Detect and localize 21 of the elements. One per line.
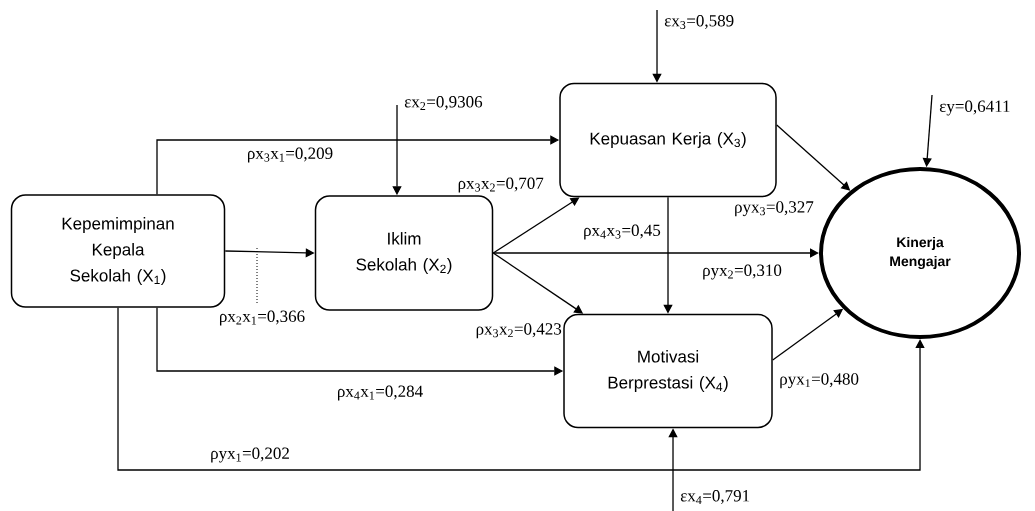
edge-label: ρx$_{3}$x$_{2}$=0,707 [456, 176, 545, 194]
edge-label: ρyx$_{1}$=0,202 [209, 446, 291, 464]
edge-label: ρx$_{4}$x$_{3}$=0,45 [582, 223, 662, 241]
arrow [117, 307, 925, 471]
edge-label: ρyx$_{1}$=0,480 [778, 372, 860, 390]
edge-label: εx$_{3}$=0,589 [663, 14, 736, 30]
variable-box: Motivasi Berprestasi (X$_{4}$) [563, 313, 773, 429]
edge-label: εx$_{2}$=0,9306 [403, 95, 484, 111]
edge-label: ρyx$_{3}$=0,327 [733, 200, 815, 218]
edge-label: ρx$_{4}$x$_{1}$=0,284 [335, 384, 425, 402]
edge-label: ρyx$_{2}$=0,310 [701, 263, 783, 281]
edge-label: εy=0,6411 [938, 99, 1012, 117]
arrow [492, 197, 580, 254]
edge-label: ρx$_{3}$x$_{1}$=0,209 [245, 146, 335, 164]
variable-box: Iklim Sekolah (X$_{2}$) [314, 195, 494, 311]
variable-box: Kepuasan Kerja (X$_{3}$) [559, 82, 777, 198]
edge-label: ρx$_{2}$x$_{1}$=0,366 [217, 309, 307, 327]
edge-label: εx$_{4}$=0,791 [679, 489, 752, 505]
edge-label: ρx$_{3}$x$_{2}$=0,423 [474, 322, 563, 340]
variable-box: Kepemimpinan Kepala Sekolah (X$_{1}$) [10, 194, 226, 308]
arrow [492, 248, 819, 258]
